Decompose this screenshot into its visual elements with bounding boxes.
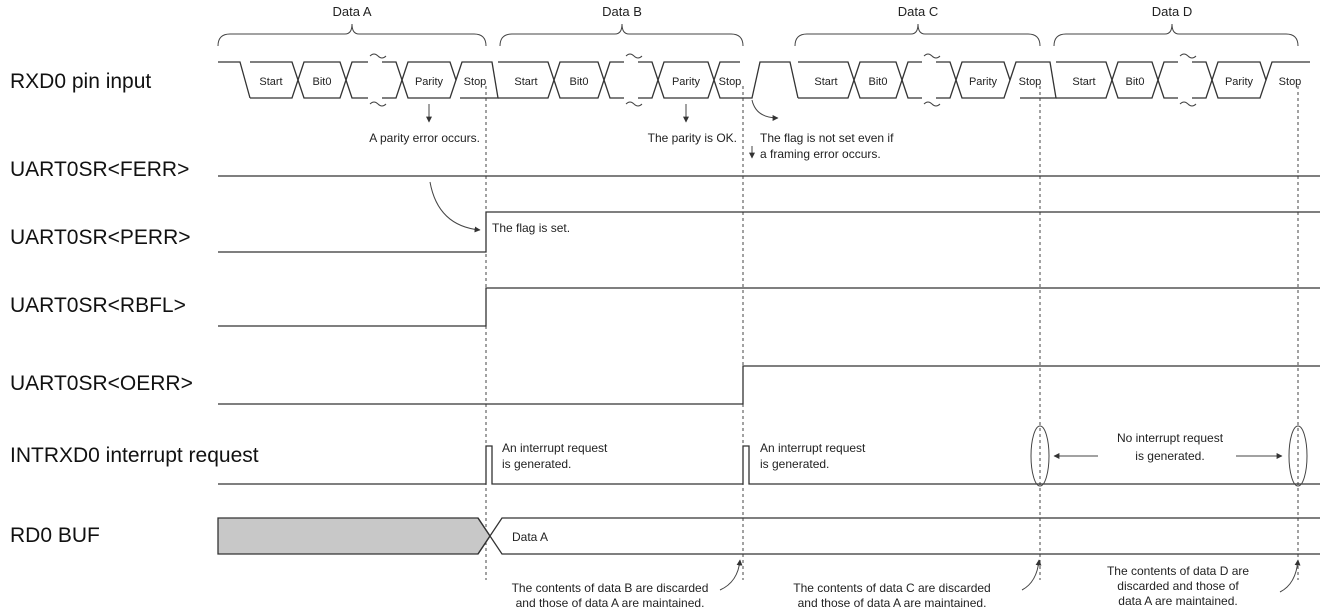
signal-label-oerr: UART0SR<OERR>: [10, 372, 193, 395]
rxd0-waveform: [218, 61, 1310, 99]
bit-labels: Start Bit0 Parity Stop Start Bit0 Parity…: [259, 76, 1301, 88]
perr-waveform: [218, 211, 1320, 253]
bit-stop-a: Stop: [464, 76, 487, 88]
signal-label-intrxd0: INTRXD0 interrupt request: [10, 444, 259, 467]
bit-stop-c: Stop: [1019, 76, 1042, 88]
discard-b-arrow: [719, 559, 743, 591]
rd0buf-value: Data A: [512, 530, 548, 544]
bit-bit0-c: Bit0: [869, 76, 888, 88]
bit-parity-b: Parity: [672, 76, 701, 88]
no-intr-line2: is generated.: [1135, 449, 1204, 463]
bit-bit0-a: Bit0: [313, 76, 332, 88]
signal-label-ferr: UART0SR<FERR>: [10, 158, 190, 181]
frame-brace-c: [794, 23, 1041, 47]
flag-not-set-line2: a framing error occurs.: [760, 147, 881, 161]
frame-brace-d: [1053, 23, 1299, 47]
discard-d-line3: data A are maintained.: [1118, 594, 1237, 608]
no-interrupt-marker-c: [1030, 425, 1050, 487]
bit-bit0-b: Bit0: [570, 76, 589, 88]
bit-start-b: Start: [514, 76, 537, 88]
frame-brace-b: [499, 23, 744, 47]
rbfl-waveform: [218, 287, 1320, 327]
intr-gen-c-line2: is generated.: [760, 457, 829, 471]
frame-label-c: Data C: [898, 4, 938, 19]
flag-not-set-line1: The flag is not set even if: [760, 131, 894, 145]
frame-boundary-lines: [485, 86, 1299, 580]
discard-b-line1: The contents of data B are discarded: [512, 581, 709, 595]
frame-label-a: Data A: [332, 4, 371, 19]
parity-error-note: A parity error occurs.: [369, 131, 480, 145]
frame-label-b: Data B: [602, 4, 642, 19]
bit-stop-d: Stop: [1279, 76, 1302, 88]
bit-start-d: Start: [1072, 76, 1095, 88]
signal-label-rxd0: RXD0 pin input: [10, 70, 152, 93]
no-interrupt-marker-d: [1288, 425, 1308, 487]
break-marks: [369, 53, 1197, 107]
bit-start-c: Start: [814, 76, 837, 88]
parity-ok-note: The parity is OK.: [648, 131, 737, 145]
flag-set-arrow: [429, 181, 481, 233]
bit-parity-d: Parity: [1225, 76, 1254, 88]
signal-label-rbfl: UART0SR<RBFL>: [10, 294, 186, 317]
discard-c-line1: The contents of data C are discarded: [793, 581, 990, 595]
frame-label-d: Data D: [1152, 4, 1192, 19]
oerr-waveform: [218, 365, 1320, 405]
bit-start-a: Start: [259, 76, 282, 88]
bit-stop-b: Stop: [719, 76, 742, 88]
no-intr-line1: No interrupt request: [1117, 431, 1224, 445]
intrxd0-waveform: [218, 445, 1320, 485]
intr-gen-c-line1: An interrupt request: [760, 441, 866, 455]
signal-label-perr: UART0SR<PERR>: [10, 226, 191, 249]
rd0buf-waveform: [217, 517, 1320, 555]
frame-brace-a: [217, 23, 487, 47]
framing-error-arrow: [751, 99, 779, 121]
signal-label-rd0buf: RD0 BUF: [10, 524, 100, 547]
bit-parity-c: Parity: [969, 76, 998, 88]
discard-d-arrow: [1279, 559, 1301, 593]
discard-d-line1: The contents of data D are: [1107, 564, 1249, 578]
discard-c-arrow: [1021, 559, 1042, 591]
discard-c-line2: and those of data A are maintained.: [798, 596, 987, 610]
bit-parity-a: Parity: [415, 76, 444, 88]
intr-gen-b-line2: is generated.: [502, 457, 571, 471]
discard-b-line2: and those of data A are maintained.: [516, 596, 705, 610]
flag-set-note: The flag is set.: [492, 221, 570, 235]
bit-bit0-d: Bit0: [1126, 76, 1145, 88]
discard-d-line2: discarded and those of: [1117, 579, 1239, 593]
intr-gen-b-line1: An interrupt request: [502, 441, 608, 455]
